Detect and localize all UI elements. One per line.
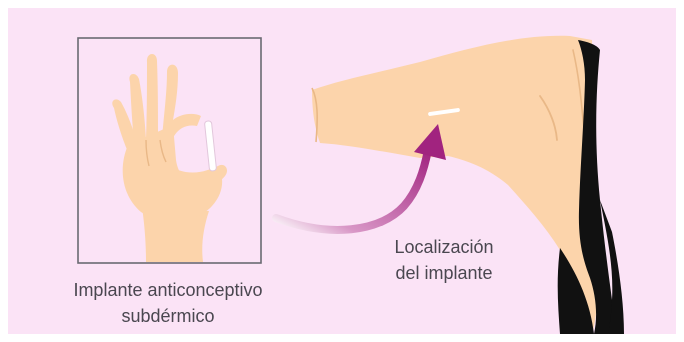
implant-caption: Implante anticonceptivo subdérmico — [52, 277, 284, 329]
implant-caption-line2: subdérmico — [52, 303, 284, 329]
implant-caption-line1: Implante anticonceptivo — [52, 277, 284, 303]
location-caption-line1: Localización — [382, 234, 506, 260]
location-caption-line2: del implante — [382, 260, 506, 286]
location-caption: Localización del implante — [382, 234, 506, 286]
